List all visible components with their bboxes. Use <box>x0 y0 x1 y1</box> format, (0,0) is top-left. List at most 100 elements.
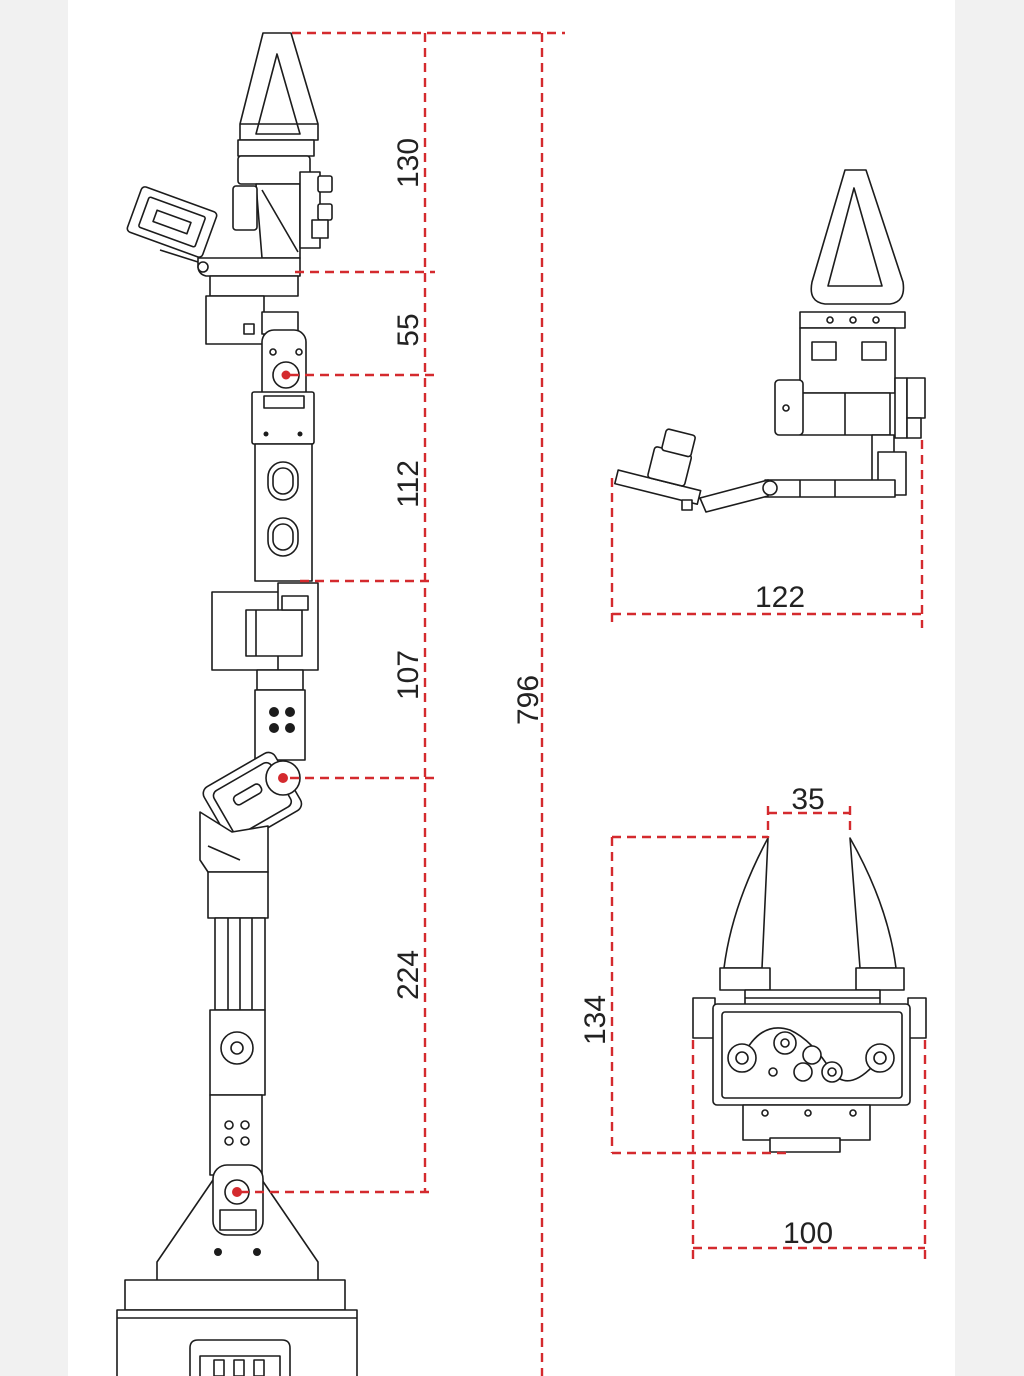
side-view-camera-arm <box>699 479 769 513</box>
wrist-bracket <box>197 257 301 345</box>
gripper-clip-bottom <box>317 203 333 221</box>
wrist-joint-screw <box>295 348 303 356</box>
forearm-hex-hole <box>285 707 295 717</box>
lower-arm-block-edge <box>207 845 241 861</box>
front-view-gear-hub <box>873 1051 887 1065</box>
side-view-jaw-opening <box>827 187 883 287</box>
upper-link-horn <box>263 395 305 409</box>
dim-label-side-reach: 122 <box>755 581 805 614</box>
gripper-connector <box>311 219 329 239</box>
front-view-gear-hub <box>780 1038 790 1048</box>
lower-arm <box>199 811 269 1176</box>
left-margin <box>0 0 68 1376</box>
side-view-plate-screw <box>872 316 880 324</box>
dim-label-front-width: 100 <box>783 1217 833 1250</box>
side-view-camera-lens <box>661 428 696 458</box>
side-view-arm-pivot <box>762 480 778 496</box>
dimension-lines <box>240 31 927 1376</box>
forearm-hex-hole <box>285 723 295 733</box>
camera-mount-arm <box>159 249 199 263</box>
front-view-bar-screw <box>761 1109 769 1117</box>
front-view-left-tab <box>692 997 716 1039</box>
lower-arm-hole <box>240 1120 250 1130</box>
forearm-plate <box>254 689 306 761</box>
front-view-gear-hub <box>735 1051 749 1065</box>
front-view-gear-hub <box>827 1067 837 1077</box>
lower-arm-hole <box>224 1120 234 1130</box>
front-view-drawing <box>692 837 927 1153</box>
upper-link-slot-inner <box>272 523 294 551</box>
front-view-right-finger-base <box>855 967 905 991</box>
gripper-side-cap <box>232 185 258 231</box>
side-view-plate-screw <box>849 316 857 324</box>
side-view-camera <box>613 428 702 506</box>
side-view-side-plate <box>894 377 908 439</box>
main-arm-drawing <box>116 32 358 1376</box>
side-view-motor-screw <box>782 404 790 412</box>
lower-arm-hole <box>224 1136 234 1146</box>
elbow-servo-block <box>211 582 319 671</box>
base-joint <box>212 1164 264 1236</box>
gripper-angled-block <box>255 183 301 259</box>
dim-label-jaw-opening: 35 <box>791 783 824 816</box>
front-view-gear <box>793 1062 813 1082</box>
front-view-bar-screw <box>849 1109 857 1117</box>
base-joint-horn <box>219 1209 257 1231</box>
side-view-body-clip <box>811 341 837 361</box>
front-view-gear <box>802 1045 822 1065</box>
forearm-collar <box>256 669 304 691</box>
side-view-side-block <box>906 377 926 419</box>
base-joint-axis-marker <box>232 1187 242 1197</box>
base-tower-bolt <box>253 1248 261 1256</box>
side-view-camera-foot <box>681 499 693 511</box>
dimension-labels: 130 55 112 107 224 796 122 35 134 100 <box>392 138 833 1250</box>
forearm-link <box>254 669 306 761</box>
wrist-servo-top <box>209 275 299 297</box>
side-view-side-tab <box>906 417 922 439</box>
elbow-joint-slot <box>232 783 263 806</box>
upper-link-screw <box>297 431 303 437</box>
side-view-plate-screw <box>826 316 834 324</box>
forearm-hex-hole <box>269 723 279 733</box>
front-view-bar-screw <box>804 1109 812 1117</box>
elbow-joint-axis-marker <box>278 773 288 783</box>
wrist-servo-tab <box>243 323 255 335</box>
upper-link <box>251 391 315 582</box>
gripper-clip-top <box>317 175 333 193</box>
gripper-diagonal-edge <box>261 189 299 253</box>
wrist-joint-screw <box>269 348 277 356</box>
camera-lens-slot <box>152 209 192 235</box>
forearm-hex-hole <box>269 707 279 717</box>
right-margin <box>955 0 1024 1376</box>
wrist-plate-pin <box>197 261 209 273</box>
side-view-horizontal-link <box>764 479 896 498</box>
lower-arm-collar <box>207 871 269 919</box>
elbow-joint <box>202 751 303 846</box>
camera-module <box>126 186 218 263</box>
dim-label-front-height: 134 <box>579 995 612 1045</box>
dim-label-elbow: 107 <box>392 650 425 700</box>
elbow-servo-face <box>245 609 303 657</box>
front-view-left-finger-base <box>719 967 771 991</box>
base-gear-tooth <box>233 1359 245 1376</box>
dim-label-upper-link: 112 <box>392 460 425 508</box>
dim-label-lower-link: 224 <box>392 950 425 1000</box>
lower-arm-motor-shaft <box>230 1041 244 1055</box>
elbow-servo-tab <box>281 595 309 611</box>
dim-label-wrist: 55 <box>392 313 425 346</box>
gripper-servo <box>232 139 333 259</box>
upper-link-slot-inner <box>272 467 294 495</box>
base-platform <box>124 1279 346 1311</box>
dim-label-gripper: 130 <box>392 138 425 188</box>
gripper-jaw-opening <box>255 53 301 135</box>
wrist-joint-axis-marker <box>281 370 291 380</box>
side-view-body-clip <box>861 341 887 361</box>
lower-arm-plate <box>209 1094 263 1176</box>
base-gear-tooth <box>253 1359 265 1376</box>
front-view-bottom-plate <box>769 1137 841 1153</box>
front-view-screw <box>768 1067 778 1077</box>
wrist-plate <box>197 257 301 277</box>
wrist-servo-body <box>205 295 265 345</box>
